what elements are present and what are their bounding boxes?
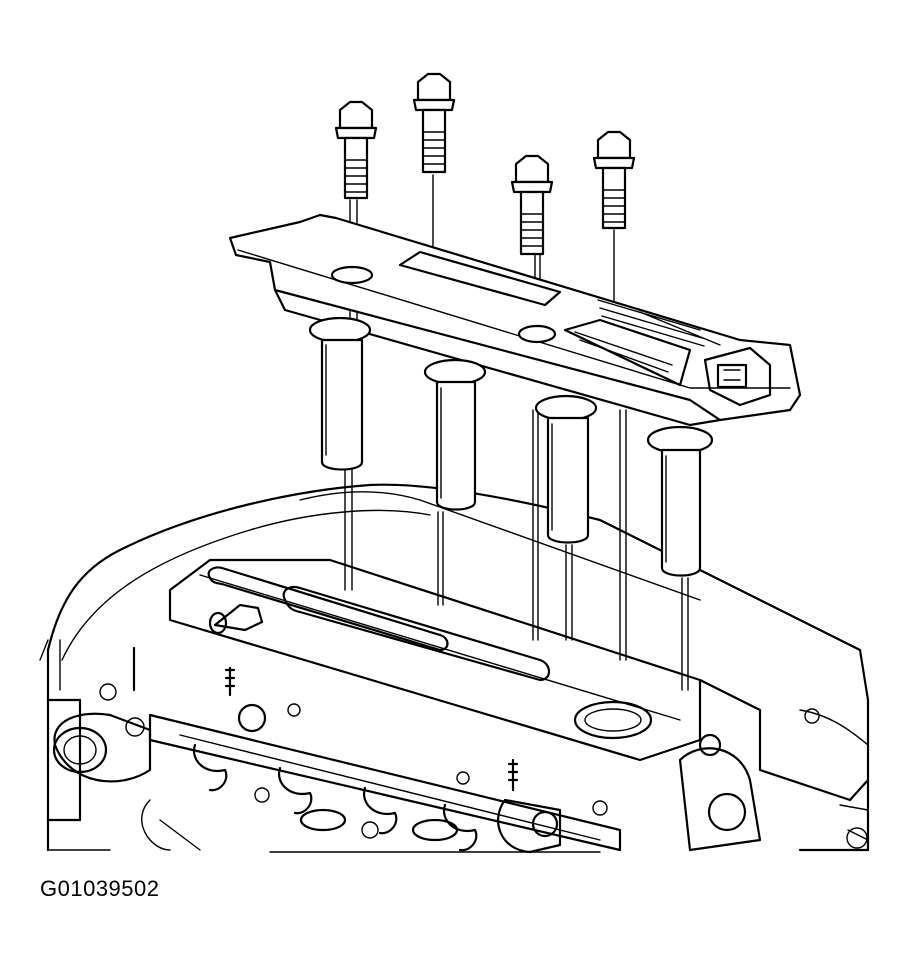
fuel-injectors bbox=[192, 743, 478, 852]
alignment-lines bbox=[344, 174, 689, 691]
coil-mounting-bolts bbox=[334, 72, 636, 256]
engine-assembly bbox=[39, 483, 870, 854]
coil-boots bbox=[308, 316, 714, 577]
bolt-3 bbox=[510, 154, 554, 256]
bolt-2 bbox=[412, 72, 456, 174]
ignition-coil-module bbox=[228, 213, 802, 427]
bolt-1 bbox=[334, 100, 378, 200]
bolt-4 bbox=[592, 130, 636, 230]
figure-id-label: G01039502 bbox=[40, 876, 160, 901]
